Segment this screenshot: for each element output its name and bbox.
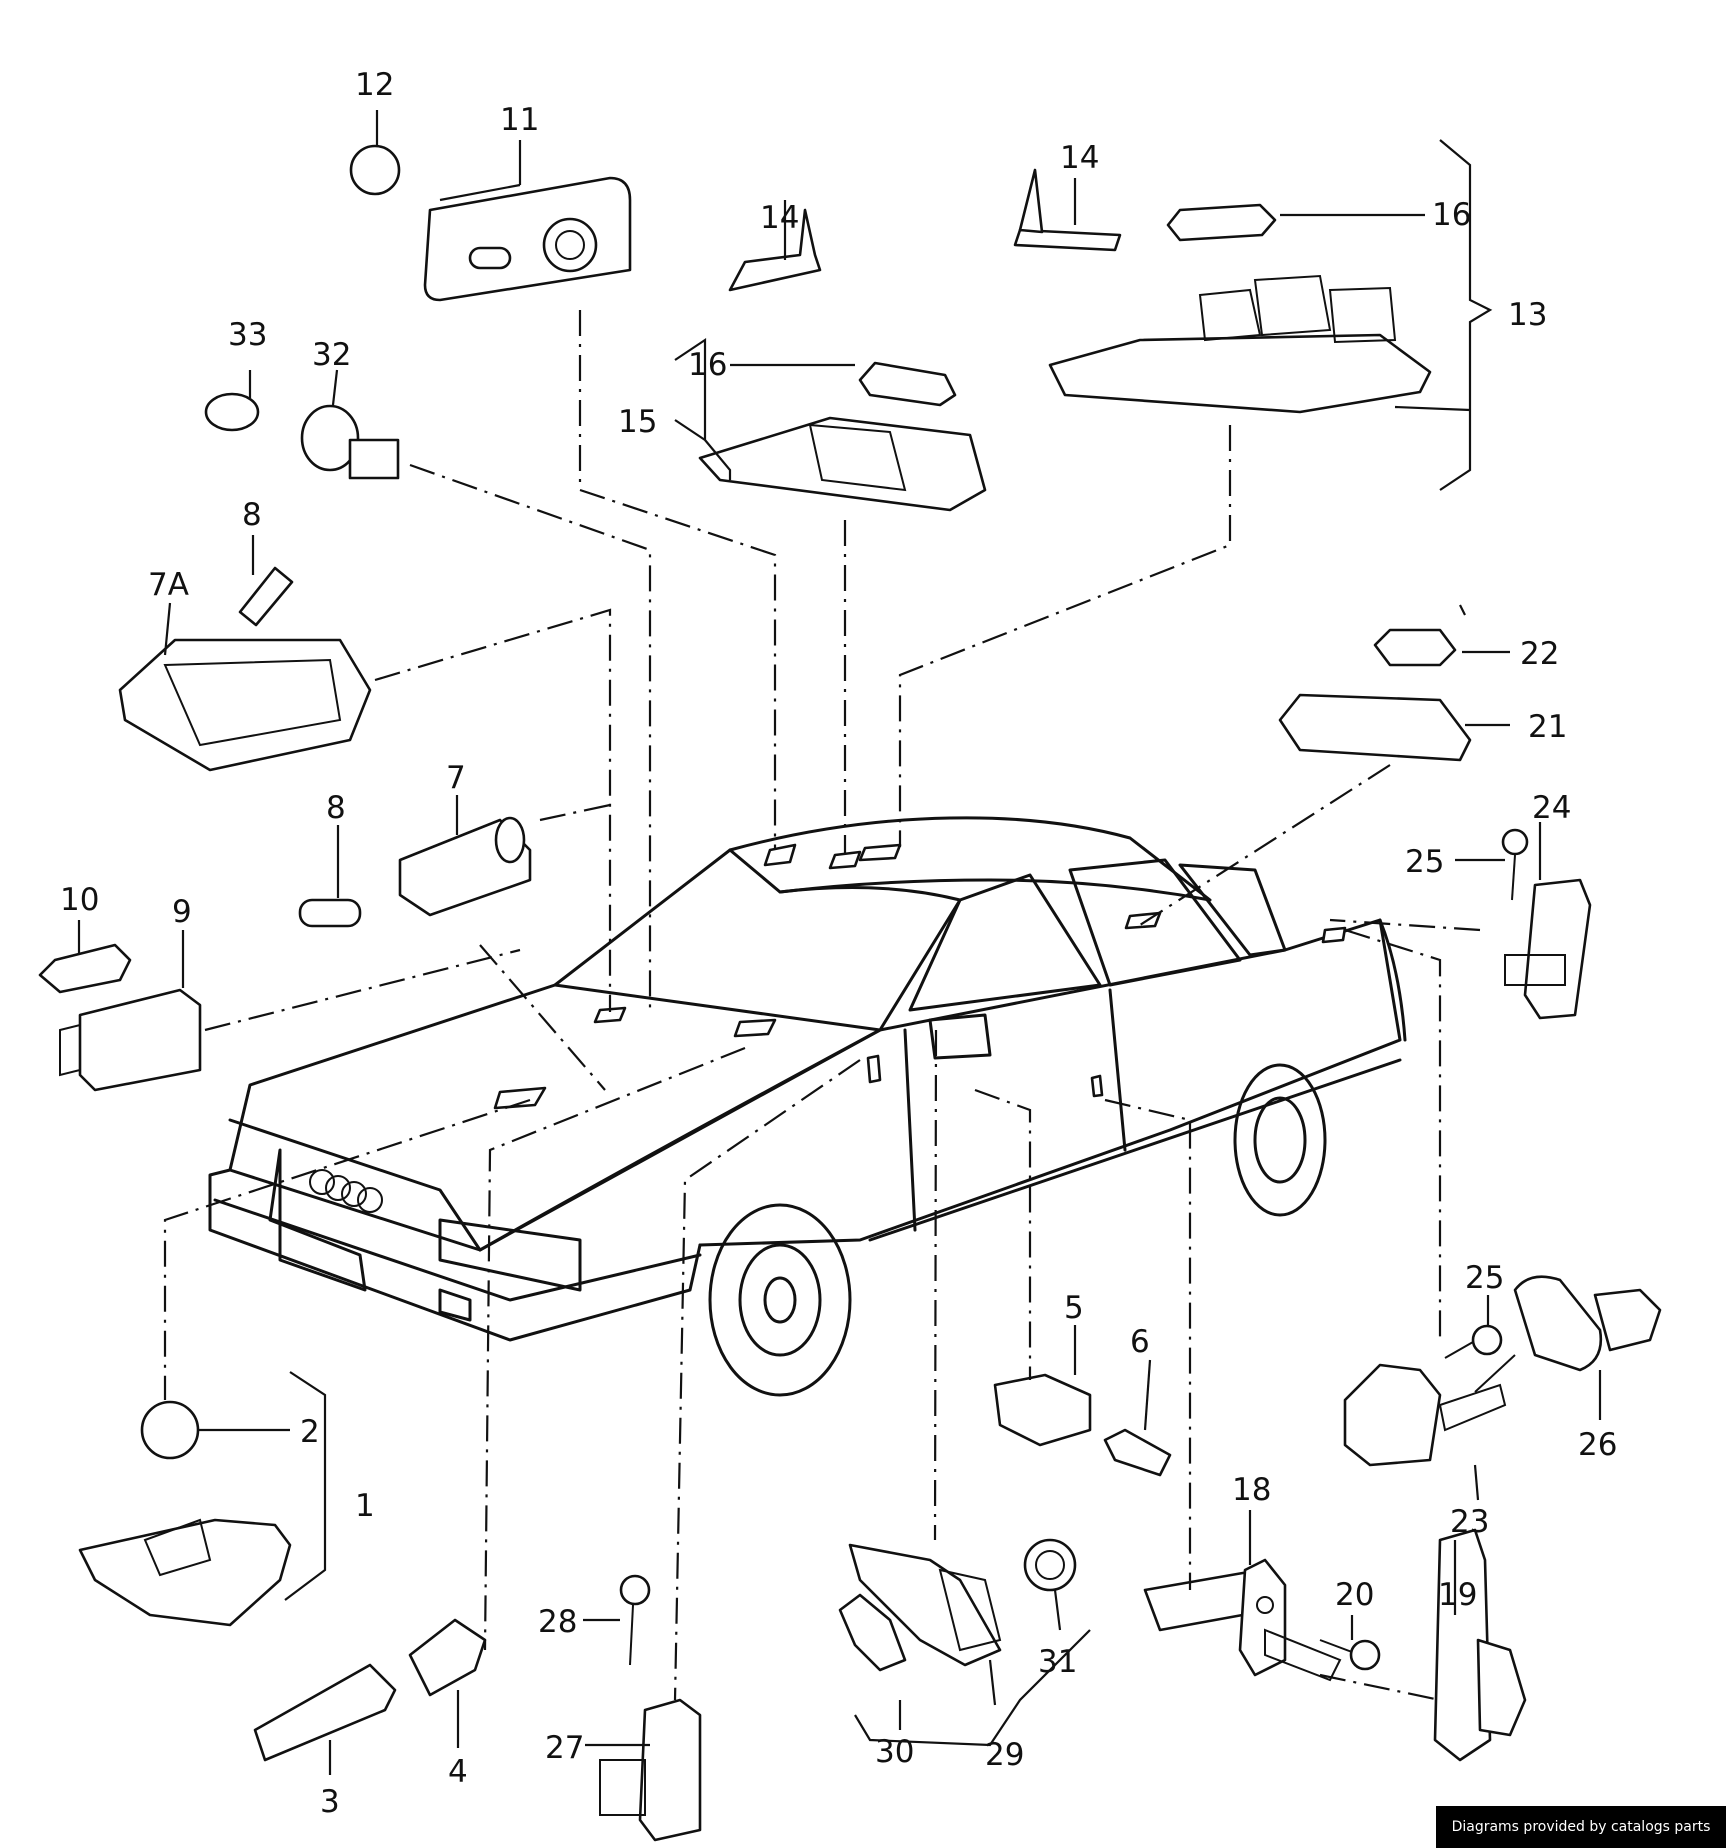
callout-26: 26 <box>1578 1427 1617 1463</box>
callout-8-lower: 8 <box>326 790 346 826</box>
callout-15: 15 <box>618 404 657 440</box>
callout-4: 4 <box>448 1754 468 1790</box>
leader-lines <box>77 110 1602 1775</box>
callout-7: 7 <box>446 760 466 796</box>
callout-16-right: 16 <box>1432 197 1471 233</box>
callout-20: 20 <box>1335 1577 1374 1613</box>
callout-11: 11 <box>500 102 539 138</box>
callout-9: 9 <box>172 894 192 930</box>
callout-labels: 12 11 33 32 8 7A 7 8 10 9 14 16 15 14 16… <box>60 67 1617 1820</box>
callout-33: 33 <box>228 317 267 353</box>
callout-32: 32 <box>312 337 351 373</box>
callout-29: 29 <box>985 1737 1024 1773</box>
callout-21: 21 <box>1528 709 1567 745</box>
callout-7a: 7A <box>148 567 189 603</box>
callout-23: 23 <box>1450 1504 1489 1540</box>
callout-3: 3 <box>320 1784 340 1820</box>
part-shapes <box>38 144 1662 1842</box>
callout-22: 22 <box>1520 636 1559 672</box>
callout-13: 13 <box>1508 297 1547 333</box>
connection-lines <box>163 310 1481 1702</box>
callout-25-lower: 25 <box>1465 1260 1504 1296</box>
callout-19: 19 <box>1438 1577 1477 1613</box>
callout-28: 28 <box>538 1604 577 1640</box>
callout-14-middle: 14 <box>760 200 799 236</box>
callout-8-upper: 8 <box>242 497 262 533</box>
callout-16-left: 16 <box>688 347 727 383</box>
callout-14-right: 14 <box>1060 140 1099 176</box>
callout-10: 10 <box>60 882 99 918</box>
callout-25-upper: 25 <box>1405 844 1444 880</box>
callout-27: 27 <box>545 1730 584 1766</box>
credit-banner: Diagrams provided by catalogs parts <box>1436 1806 1726 1848</box>
callout-2: 2 <box>300 1414 320 1450</box>
callout-6: 6 <box>1130 1324 1150 1360</box>
callout-18: 18 <box>1232 1472 1271 1508</box>
callout-12: 12 <box>355 67 394 103</box>
callout-30: 30 <box>875 1734 914 1770</box>
callout-31: 31 <box>1038 1644 1077 1680</box>
callout-24: 24 <box>1532 790 1571 826</box>
callout-5: 5 <box>1064 1290 1084 1326</box>
callout-1: 1 <box>355 1488 375 1524</box>
car-illustration <box>208 816 1407 1397</box>
